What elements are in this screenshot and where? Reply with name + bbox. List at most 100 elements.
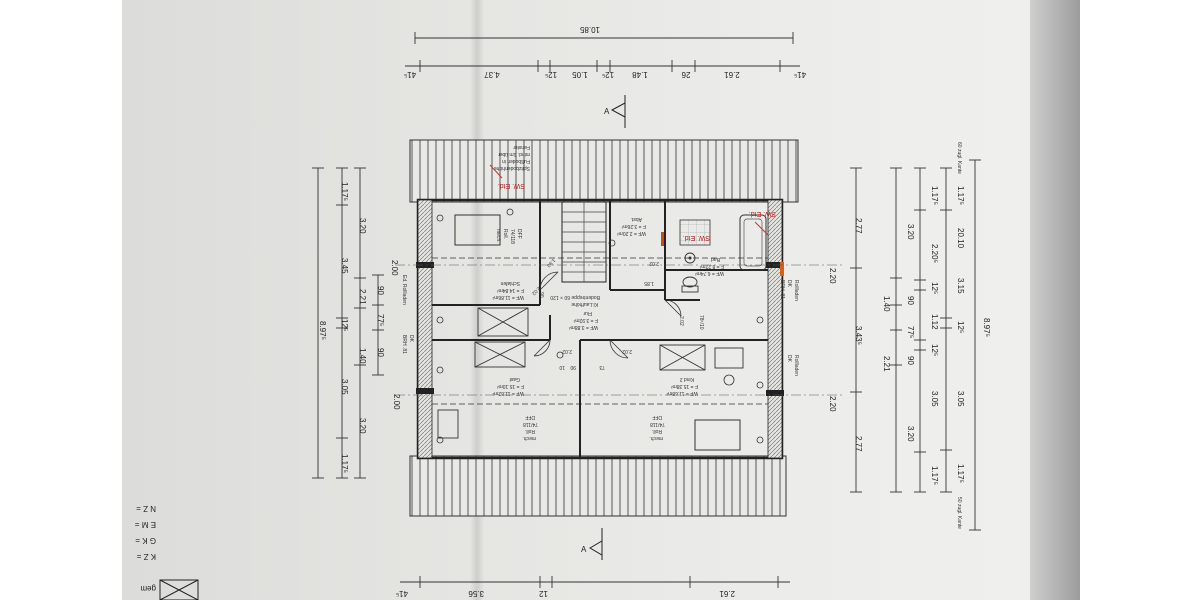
side-label-6: DK [408,335,414,343]
bottom-dimension-segments: 41⁵ 3.56 12 2.61 [396,576,790,598]
left-dim-inner-2: 1.40 [358,348,367,364]
interior-walls [432,200,768,458]
background-left [0,0,122,600]
room-bad-wf: WF = 6.74m² [695,270,724,276]
right-dim-far-2: 3.15 [956,278,965,294]
left-dim-near-2: 90 [376,348,385,357]
bathtub [739,214,767,271]
right-dim-mid-6: 1.17⁵ [930,466,939,485]
red-note-1: SW. Etd. [749,210,776,217]
dim-top-seg-5: 1.48 [632,70,648,79]
section-mark-bottom: A [581,528,603,560]
left-dim-mid-1: 3.45 [340,258,349,274]
left-dim-mid-4: 1.17⁵ [340,454,349,473]
inner-dim-1: 2.02 [649,260,659,266]
bed-schlafen [454,214,501,246]
right-dim-far-4: 3.05 [956,391,965,407]
inner-dim-10: 1.90 [545,257,556,268]
window-label-3: DFF 74/118 Roll. mech. [649,414,665,441]
room-gast-area: F = 15.10m² [497,383,524,389]
stair [561,201,607,283]
room-flur-wf: WF = 3.88m² [569,324,598,330]
outer-walls [416,198,784,460]
right-dim-near-2: 3.43⁵ [854,326,863,345]
right-dim-near-4: 2.77 [854,436,863,452]
dim-bottom-seg-3: 2.61 [719,589,735,598]
right-dim-near-1: 2.20 [828,268,837,284]
inner-dimensions: 1.85 2.02 2.02 78⁵/10 2.02 2.02 2.02 10 … [530,257,704,370]
room-schlaf-name: Schlafen [500,280,520,286]
room-kind2-name: Kind 2 [680,376,694,382]
window-label-2: DFF 74/118 Roll. mech. [522,414,538,441]
side-labels: Rollladen DK BRH .81 DK Rollladen BRH .8… [401,275,799,376]
top-dimension-overall: 10.85 [414,25,794,44]
top-note-2: Fußboden in [502,158,530,164]
roof-top [409,139,799,203]
stair-note-0: Bodentreppe 60 × 120 [550,294,600,300]
right-dim-near-3: 2.20 [828,396,837,412]
section-label-top: A [604,107,610,116]
dff2-l0: DFF [525,414,535,420]
right-dim-inner-2: 90 [906,296,915,305]
dff1-l1: 74/118 [509,229,515,244]
top-dimension-segments: 41⁵ 4.37 12⁵ 1.05 12⁵ 1.48 26 2.61 41⁵ [404,60,806,79]
right-dim-far-3: 12⁵ [956,321,965,333]
room-bad-area: F = 8.22m² [699,263,724,269]
margin-label-0: N Z = [136,504,156,513]
left-dim-mid-0: 1.17⁵ [340,182,349,201]
sink [684,252,696,264]
side-label-0: Rollladen [793,280,799,301]
side-label-5: BRH .81 [401,335,407,354]
side-label-3: DK [786,355,792,363]
left-dim-inner-1: 2.21 [358,289,367,305]
dim-top-seg-4: 12⁵ [602,70,614,79]
room-kind2-wf: WF = 11.68m² [666,390,698,396]
dim-bottom-seg-0: 41⁵ [396,589,408,598]
room-bad: Bad F = 8.22m² WF = 6.74m² [695,256,724,276]
left-dim-near-0: 90 [376,286,385,295]
margin-label-4: gem [140,584,156,593]
background-right [1080,0,1200,600]
right-dim-inner-5: 2.21 [882,356,891,372]
knee-walls [432,257,768,405]
dim-top-seg-0: 41⁵ [404,70,416,79]
room-abst-area: F = 3.26m² [621,223,646,229]
dff3-l0: DFF [652,414,662,420]
right-dim-far-1: 20.10 [956,228,965,249]
margin-label-1: E M = [135,520,156,529]
left-dim-mid-2: 12⁵ [340,319,349,331]
inner-dim-8: 90 [538,292,544,298]
dff3-l2: Roll. [652,428,662,434]
desk-gast [437,409,459,439]
right-dimension-chains [850,159,981,531]
dim-top-seg-3: 1.05 [572,70,588,79]
right-dim-inner-3: 77⁵ [906,326,915,338]
right-dim-mid-4: 12⁵ [930,344,939,356]
window-label-1: DFF 74/118 Roll. mech. [495,229,522,244]
bed-kind2 [694,419,741,451]
room-gast-wf: WF = 11.82m² [492,390,524,396]
side-label-2: BRH .81 [779,280,785,299]
room-abst-name: Abst. [631,216,642,222]
right-dim-mid-5: 3.05 [930,391,939,407]
dff1-l3: mech. [495,229,501,243]
inner-dim-6: 2.02 [622,348,632,354]
dim-top-seg-2: 12⁵ [545,70,557,79]
room-schlaf-wf: WF = 11.86m² [492,294,524,300]
dim-top-seg-8: 41⁵ [794,70,806,79]
dim-top-seg-1: 4.37 [484,70,500,79]
desk-kind2 [714,347,744,386]
red-note-0: SW. Etd. [683,234,710,241]
right-note-0: 60 zugl. Kante [956,142,962,174]
left-dim-wall-1: 2.00 [392,394,401,410]
right-dim-mid-2: 12⁵ [930,282,939,294]
right-dim-mid-1: 2.20⁵ [930,244,939,263]
room-kind2: Kind 2 F = 15.38m² WF = 11.68m² [666,376,698,396]
stair-note-1: Kl.Laufhöhe [571,301,598,307]
left-dim-near-1: 77⁵ [376,314,385,326]
dff2-l3: mech. [522,435,536,441]
side-label-1: DK [786,280,792,288]
left-dim-inner-0: 3.20 [358,218,367,234]
wall-right [767,199,783,459]
